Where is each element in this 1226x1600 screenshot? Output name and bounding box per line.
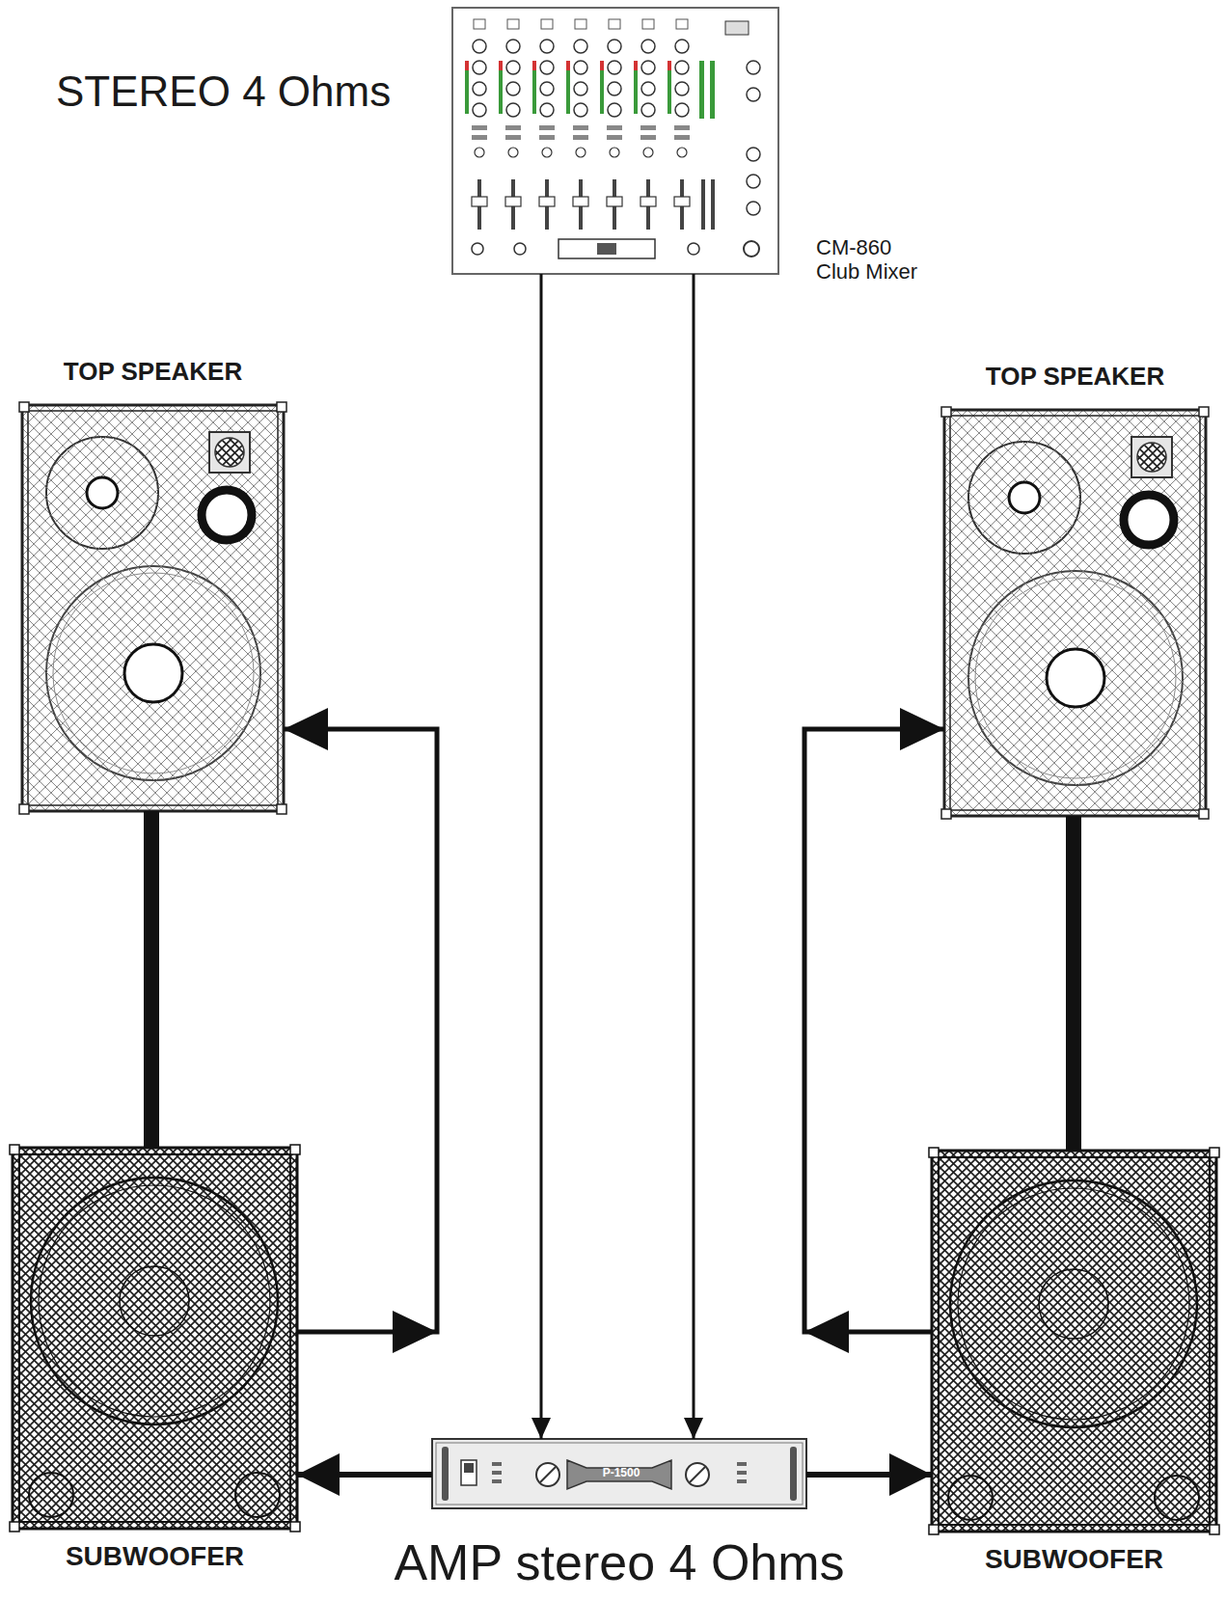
cable-connector [804, 708, 945, 1354]
crossfader-cap [597, 243, 617, 255]
top-speaker-drawing [941, 407, 1209, 819]
amp-bezel [435, 1443, 803, 1505]
power-switch [461, 1460, 477, 1486]
cable-line [283, 729, 437, 1333]
knob [746, 60, 761, 75]
crossfader [558, 239, 655, 259]
gain-knob [536, 1463, 560, 1487]
logo-plate [567, 1460, 672, 1490]
indicator [736, 1462, 747, 1467]
node-label: TOP SPEAKER [2, 357, 303, 387]
cable-line [804, 729, 945, 1333]
knob [746, 87, 761, 102]
arrowhead [283, 708, 328, 751]
cable-connector [683, 273, 704, 1440]
top-speaker-drawing [19, 402, 287, 815]
power-switch-rocker [463, 1463, 474, 1473]
cable-line [692, 273, 696, 1440]
amplifier-drawing [432, 1439, 807, 1509]
node-label: TOP SPEAKER [925, 362, 1226, 392]
master-fader [701, 179, 706, 230]
node-label: AMP stereo 4 Ohms [287, 1535, 952, 1591]
node-label: CM-860 Club Mixer [816, 235, 932, 285]
cable-connector [283, 708, 437, 1354]
knob-pointer [689, 1467, 706, 1483]
arrowhead [899, 708, 945, 751]
top-speaker-node: TOP SPEAKER [944, 409, 1206, 817]
arrowhead [804, 1310, 849, 1354]
cable-line [1065, 816, 1082, 1151]
headphone-jack [743, 241, 760, 257]
indicator [491, 1479, 502, 1484]
subwoofer-node: SUBWOOFER [931, 1150, 1217, 1532]
rack-handle [790, 1446, 797, 1501]
cable-connector [151, 811, 153, 1148]
arrowhead [297, 1453, 340, 1497]
top-speaker-node: TOP SPEAKER [22, 405, 284, 812]
indicator [736, 1479, 747, 1484]
rack-handle [441, 1446, 449, 1501]
master-fader [710, 179, 715, 230]
channel-strip [566, 19, 589, 230]
arrowhead [531, 1417, 551, 1440]
cable-line [297, 1471, 433, 1478]
arrowhead [889, 1453, 932, 1497]
channel-strip [667, 19, 690, 230]
diagram-title: STEREO 4 Ohms [55, 68, 539, 115]
cable-line [540, 273, 544, 1440]
subwoofer-drawing [928, 1147, 1220, 1535]
gain-knob [685, 1463, 709, 1487]
knob [687, 243, 700, 255]
arrowhead [392, 1310, 437, 1354]
cable-connector [531, 273, 551, 1440]
arrowhead [683, 1417, 704, 1440]
cable-connector [1073, 816, 1075, 1151]
cable-line [143, 811, 160, 1148]
node-label: SUBWOOFER [0, 1541, 317, 1573]
display [725, 21, 749, 35]
channel-strip [599, 19, 623, 230]
knob [514, 243, 526, 255]
knob-pointer [540, 1467, 556, 1483]
indicator [491, 1471, 502, 1475]
knob [746, 201, 761, 216]
knob [746, 174, 761, 189]
master-meter [709, 60, 715, 119]
mixer-panel [452, 7, 779, 274]
indicator [491, 1462, 502, 1467]
channel-strip [464, 19, 488, 230]
knob [471, 243, 484, 255]
knob [746, 147, 761, 162]
panel-label: P-1500 [580, 1467, 662, 1480]
cable-connector [297, 1453, 433, 1497]
cable-line [806, 1471, 932, 1478]
cable-connector [806, 1453, 932, 1497]
channel-strip [498, 19, 521, 230]
indicator [736, 1471, 747, 1475]
subwoofer-node: SUBWOOFER [12, 1147, 298, 1529]
channel-strip [532, 19, 555, 230]
master-meter [699, 60, 705, 119]
club-mixer-drawing [452, 7, 779, 274]
mixer-node: CM-860 Club Mixer [452, 7, 779, 274]
channel-strip [633, 19, 656, 230]
node-label: SUBWOOFER [912, 1544, 1226, 1576]
amp-front [432, 1439, 807, 1509]
subwoofer-drawing [9, 1144, 300, 1532]
